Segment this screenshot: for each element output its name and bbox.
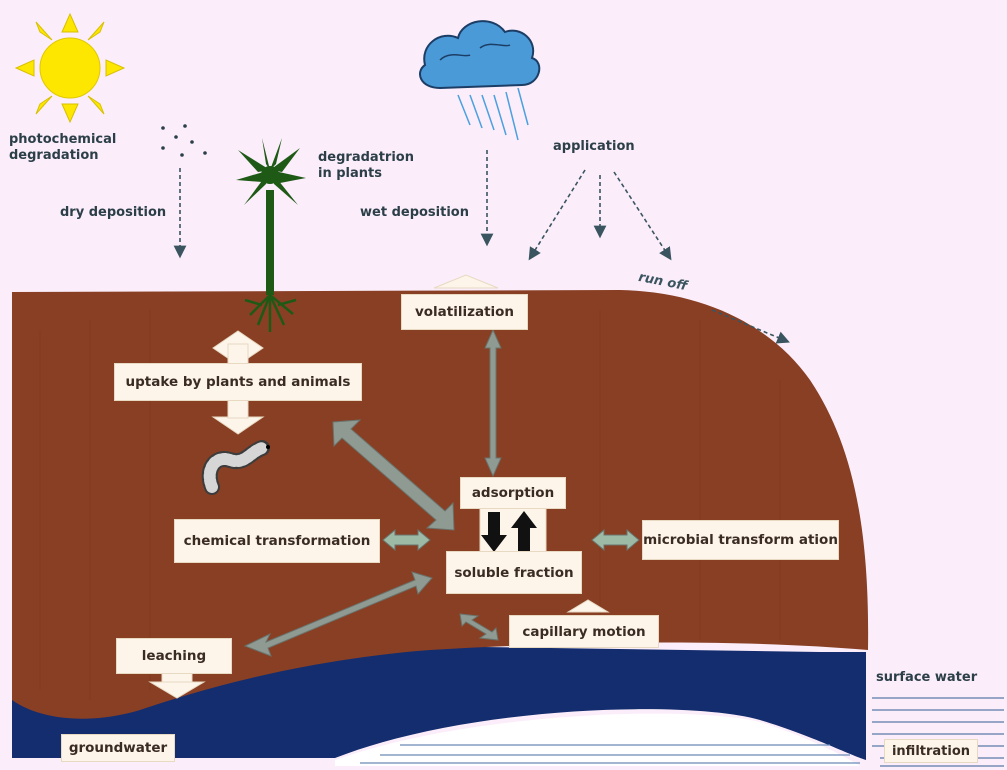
application-label: application	[553, 139, 635, 155]
infiltration-box: infiltration	[884, 739, 978, 763]
volatilization-box: volatilization	[401, 294, 528, 330]
microbial-transformation-box: microbial transform ation	[642, 520, 839, 560]
leaching-box: leaching	[116, 638, 232, 674]
groundwater-box: groundwater	[61, 734, 175, 762]
soluble-fraction-box: soluble fraction	[446, 551, 582, 594]
chemical-transformation-box: chemical transformation	[174, 519, 380, 563]
photochemical-degradation-label: photochemical degradation	[9, 132, 116, 164]
sun-icon	[16, 14, 124, 122]
adsorption-box: adsorption	[460, 477, 566, 509]
wet-deposition-label: wet deposition	[360, 205, 469, 221]
dry-deposition-label: dry deposition	[60, 205, 166, 221]
particles-icon	[161, 124, 207, 157]
rain-cloud-icon	[420, 21, 539, 140]
degradation-in-plants-label: degradatrion in plants	[318, 150, 414, 182]
uptake-box: uptake by plants and animals	[114, 363, 362, 401]
surface-water-label: surface water	[876, 670, 977, 686]
capillary-motion-box: capillary motion	[509, 615, 659, 648]
